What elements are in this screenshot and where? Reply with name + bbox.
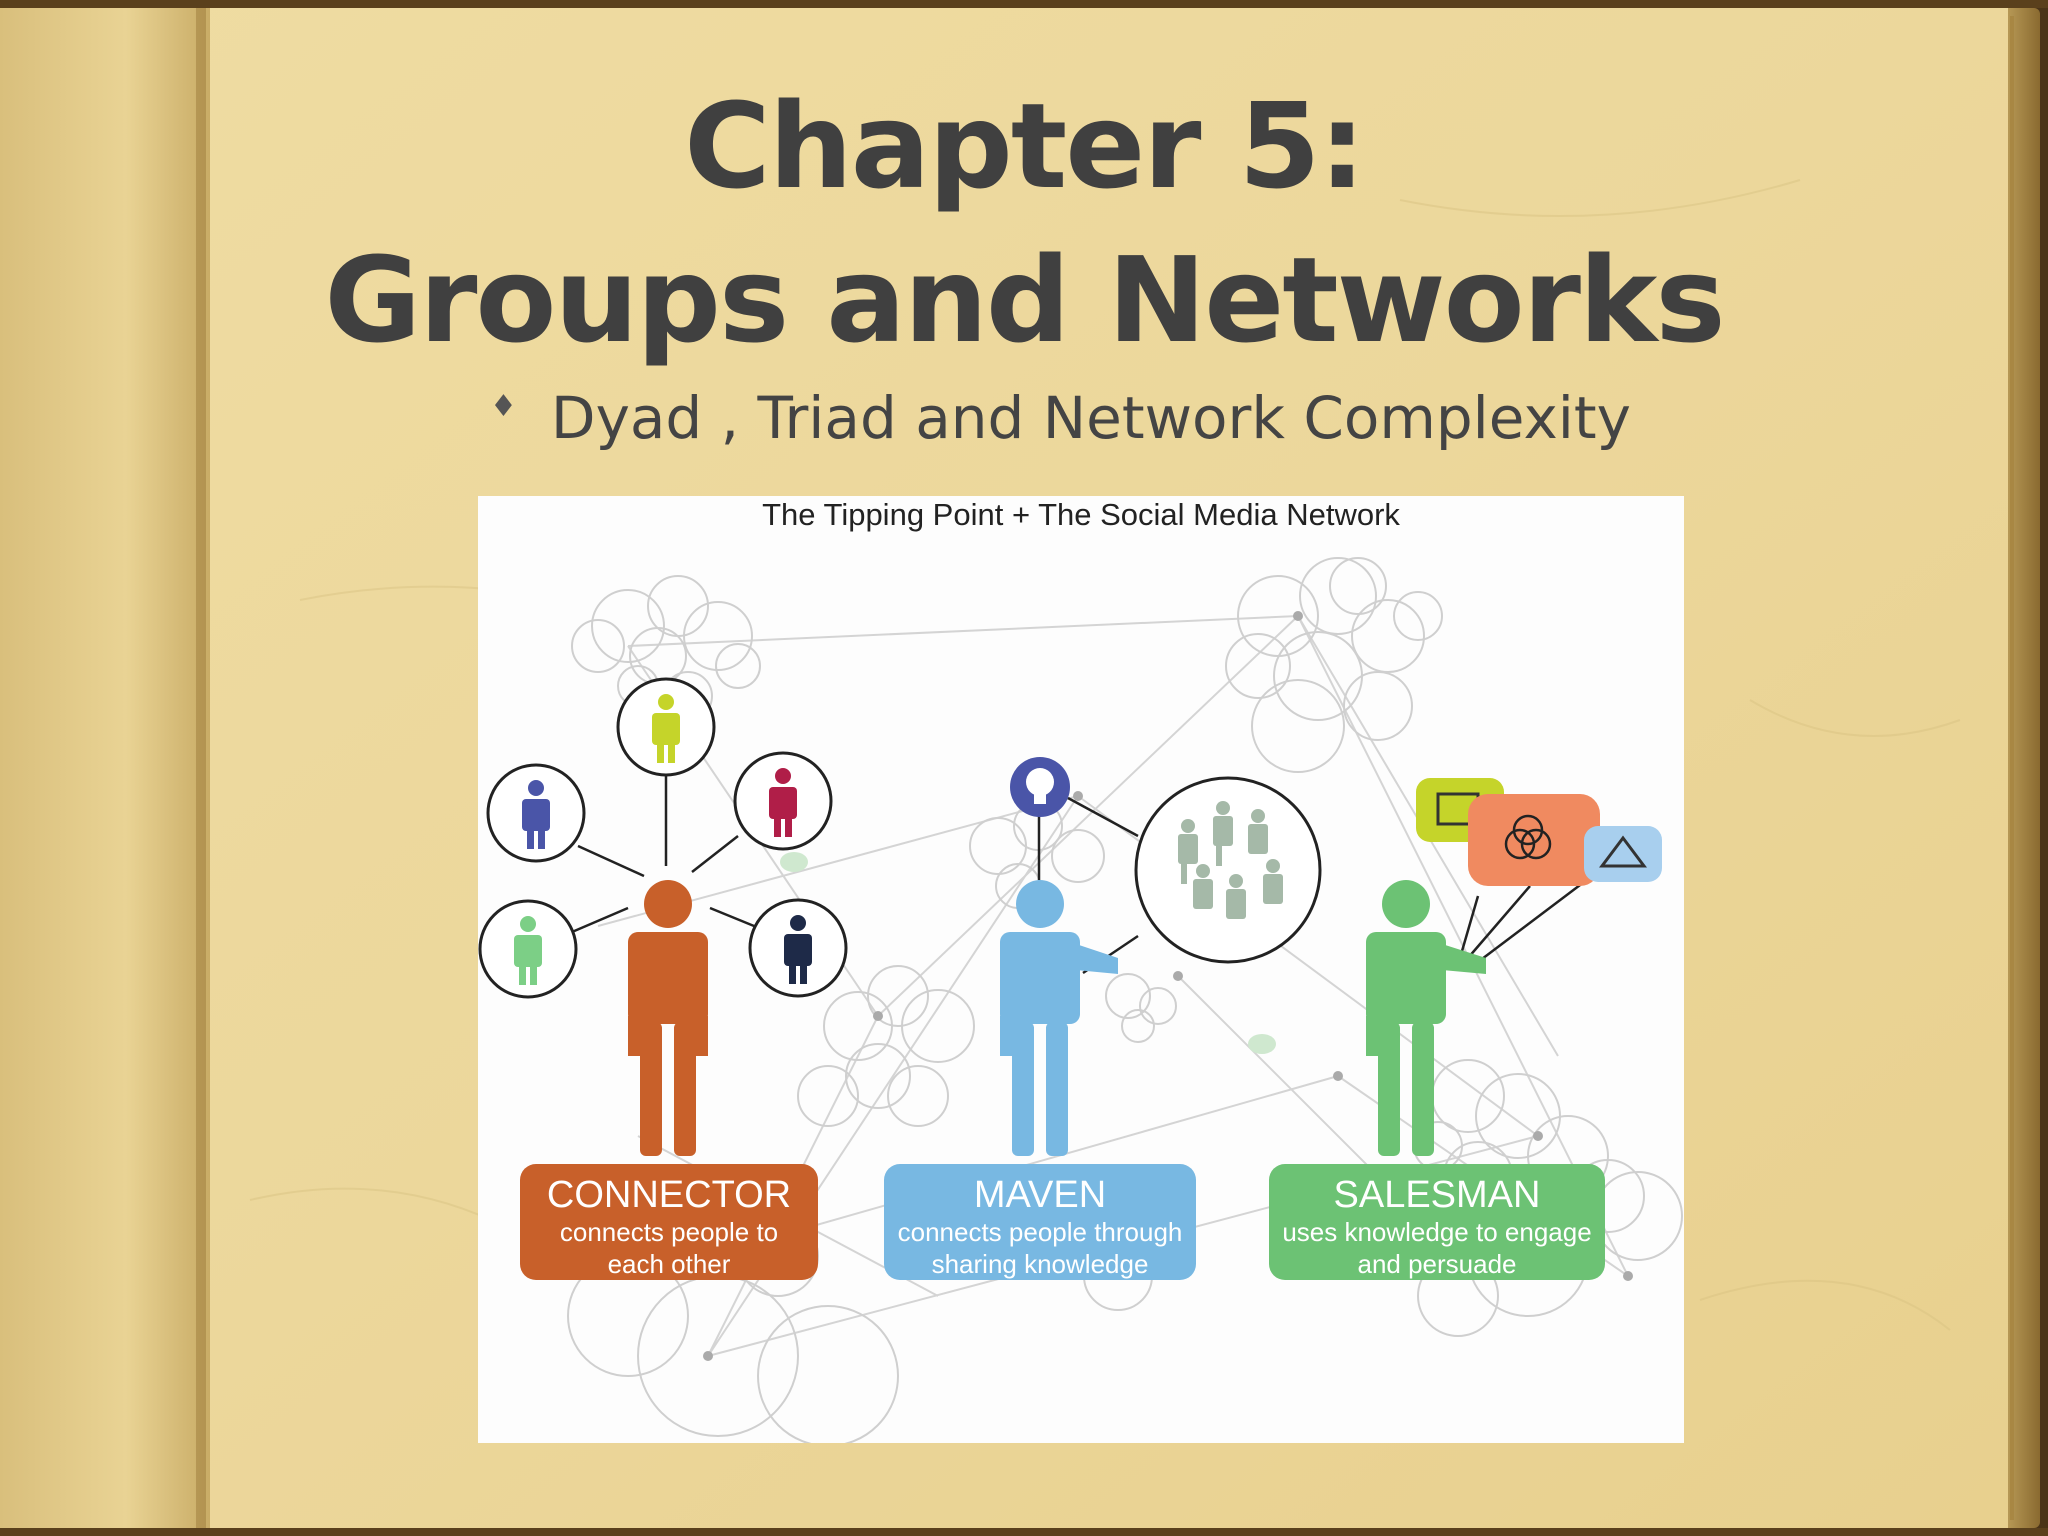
salesman-group	[1366, 778, 1662, 1156]
connector-person-figure	[628, 880, 708, 1156]
maven-desc-line2: sharing knowledge	[931, 1249, 1149, 1279]
maven-title: MAVEN	[973, 1174, 1107, 1216]
venn-circles-icon	[1468, 794, 1600, 886]
bubble-clusters	[567, 557, 1683, 1443]
person-crimson-icon	[733, 751, 833, 851]
salesman-label-box: SALESMAN uses knowledge to engage and pe…	[1269, 1164, 1605, 1280]
salesman-title: SALESMAN	[1333, 1174, 1541, 1216]
salesman-desc-line2: and persuade	[1357, 1249, 1517, 1279]
connector-desc-line2: each other	[607, 1249, 731, 1279]
bullet-text: Dyad , Triad and Network Complexity	[550, 384, 1631, 452]
bullet-item: ♦ Dyad , Triad and Network Complexity	[490, 378, 1631, 458]
person-yellow-icon	[616, 677, 716, 777]
crowd-circle	[1134, 776, 1322, 964]
triangle-icon	[1584, 826, 1662, 882]
connector-group	[478, 677, 848, 1156]
slide-title-line2: Groups and Networks	[324, 231, 1725, 369]
figure-title: The Tipping Point + The Social Media Net…	[762, 497, 1400, 532]
network-illustration: The Tipping Point + The Social Media Net…	[478, 497, 1683, 1443]
maven-group	[1000, 757, 1322, 1156]
person-light-green-icon	[478, 899, 578, 999]
person-navy-icon	[748, 898, 848, 998]
connector-label-box: CONNECTOR connects people to each other	[520, 1164, 818, 1280]
connector-title: CONNECTOR	[546, 1174, 792, 1216]
person-purple-icon	[486, 763, 586, 863]
salesman-person-figure	[1366, 880, 1486, 1156]
lightbulb-icon	[1010, 757, 1070, 817]
maven-desc-line1: connects people through	[897, 1217, 1183, 1247]
maven-person-figure	[1000, 880, 1118, 1156]
salesman-desc-line1: uses knowledge to engage	[1282, 1217, 1592, 1247]
slide-title-line1: Chapter 5:	[684, 77, 1366, 215]
connector-desc-line1: connects people to	[559, 1217, 779, 1247]
diamond-bullet-icon: ♦	[490, 388, 517, 424]
maven-label-box: MAVEN connects people through sharing kn…	[884, 1164, 1196, 1280]
tipping-point-figure: The Tipping Point + The Social Media Net…	[478, 496, 1684, 1443]
